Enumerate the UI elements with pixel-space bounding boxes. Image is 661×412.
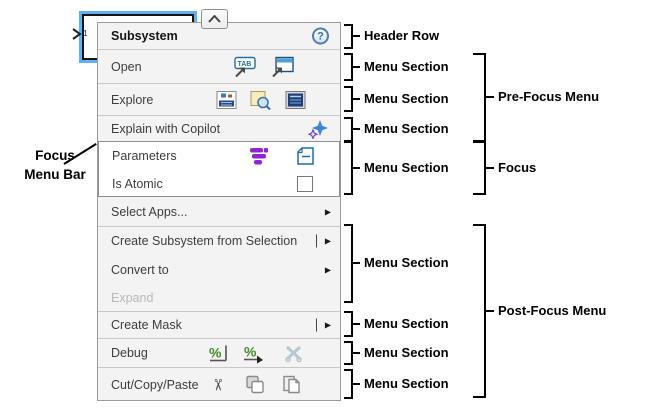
paste-icon[interactable]: [281, 374, 302, 395]
bracket-dash: [353, 35, 360, 37]
help-icon[interactable]: ?: [312, 27, 329, 45]
bracket-menu-section: [344, 369, 353, 399]
bracket-dash: [353, 262, 360, 264]
svg-text:TAB: TAB: [238, 61, 252, 68]
bracket-menu-section: [344, 341, 353, 365]
bracket-pre-focus-menu: [473, 53, 486, 142]
annotation-focus-menu-bar: Focus Menu Bar: [13, 146, 97, 184]
menu-item-copilot[interactable]: Explain with Copilot: [98, 116, 340, 141]
annotation-focus: Focus: [498, 160, 537, 175]
menu-item-cut-copy-paste[interactable]: Cut/Copy/Paste ✂: [98, 368, 340, 401]
bracket-dash: [353, 167, 360, 169]
tearoff-pipe: [316, 234, 317, 248]
copilot-sparkle-icon[interactable]: [308, 119, 328, 139]
annotation-menu-section: Menu Section: [364, 345, 449, 360]
bracket-focus: [473, 141, 486, 195]
menu-item-debug[interactable]: Debug % %: [98, 339, 340, 368]
bracket-dash: [353, 323, 360, 325]
block-parameters-icon[interactable]: [295, 146, 315, 166]
step-percent-icon[interactable]: %: [242, 343, 265, 364]
focus-menu-bar-line1: Focus: [35, 148, 75, 163]
library-browser-icon[interactable]: [215, 89, 238, 110]
annotation-menu-section: Menu Section: [364, 376, 449, 391]
menu-item-label: Explain with Copilot: [111, 121, 221, 136]
copy-icon[interactable]: [244, 374, 265, 395]
cut-scissors-icon[interactable]: ✂: [208, 377, 226, 392]
menu-collapse-button[interactable]: [201, 9, 228, 29]
open-in-tab-icon[interactable]: TAB: [232, 55, 257, 78]
annotation-menu-section: Menu Section: [364, 91, 449, 106]
annotation-menu-section: Menu Section: [364, 160, 449, 175]
debug-disabled-icon: [285, 345, 302, 363]
menu-item-expand: Expand: [98, 284, 340, 312]
annotation-header-row: Header Row: [364, 28, 440, 43]
port-number: 1: [83, 29, 88, 38]
context-menu: Subsystem ? Open TAB Explore: [97, 22, 341, 401]
menu-item-label: Create Mask: [111, 318, 182, 332]
model-browser-icon[interactable]: [249, 89, 272, 110]
menu-item-label: Cut/Copy/Paste: [111, 377, 199, 392]
menu-item-explore[interactable]: Explore: [98, 84, 340, 116]
svg-text:%: %: [244, 344, 257, 360]
annotation-menu-section: Menu Section: [364, 121, 449, 136]
submenu-arrow-icon: ▶: [324, 320, 331, 330]
menu-header-row: Subsystem ?: [98, 23, 340, 50]
menu-item-label: Debug: [111, 346, 148, 360]
is-atomic-checkbox[interactable]: [297, 175, 313, 192]
bracket-dash: [353, 352, 360, 354]
parameters-stack-icon[interactable]: [248, 147, 269, 166]
submenu-arrow-icon: ▶: [324, 265, 331, 274]
bracket-dash: [353, 383, 360, 385]
model-explorer-icon[interactable]: [284, 89, 307, 110]
tearoff-pipe: [316, 318, 317, 332]
menu-item-create-subsystem[interactable]: Create Subsystem from Selection ▶: [98, 227, 340, 255]
menu-item-label: Convert to: [111, 262, 169, 277]
bracket-header-row: [344, 24, 353, 49]
annotation-pre-focus-menu: Pre-Focus Menu: [498, 89, 600, 104]
bracket-menu-section: [344, 224, 353, 303]
annotation-post-focus-menu: Post-Focus Menu: [498, 303, 607, 318]
menu-item-label: Explore: [111, 92, 154, 107]
focus-section: Parameters Is Atomic: [98, 141, 340, 197]
bracket-menu-section: [344, 117, 353, 142]
menu-item-convert-to[interactable]: Convert to ▶: [98, 255, 340, 284]
bracket-dash: [353, 98, 360, 100]
chevron-up-icon: [208, 15, 221, 23]
menu-item-parameters[interactable]: Parameters: [99, 142, 339, 170]
bracket-menu-section: [344, 141, 353, 195]
annotation-menu-section: Menu Section: [364, 255, 449, 270]
menu-item-label: Select Apps...: [111, 204, 188, 219]
bracket-dash: [486, 96, 494, 98]
annotation-menu-section: Menu Section: [364, 59, 449, 74]
open-in-window-icon[interactable]: [270, 55, 295, 78]
submenu-arrow-icon: ▶: [324, 236, 331, 246]
bracket-menu-section: [344, 311, 353, 337]
menu-item-select-apps[interactable]: Select Apps... ▶: [98, 197, 340, 227]
menu-item-label: Open: [111, 59, 142, 74]
submenu-arrow-icon: ▶: [324, 207, 331, 216]
menu-item-label: Expand: [111, 290, 154, 305]
menu-title: Subsystem: [111, 29, 178, 43]
focus-menu-bar-line2: Menu Bar: [24, 167, 86, 182]
menu-item-label: Create Subsystem from Selection: [111, 234, 298, 248]
bracket-menu-section: [344, 53, 353, 81]
bracket-menu-section: [344, 86, 353, 112]
bracket-dash: [486, 310, 494, 312]
bracket-post-focus-menu: [473, 224, 486, 398]
bracket-dash: [486, 167, 494, 169]
menu-item-label: Is Atomic: [112, 176, 163, 191]
menu-item-open[interactable]: Open TAB: [98, 50, 340, 84]
bracket-dash: [353, 66, 360, 68]
menu-item-label: Parameters: [112, 149, 177, 163]
input-port-icon: [72, 28, 82, 40]
svg-text:%: %: [209, 345, 222, 361]
annotation-menu-section: Menu Section: [364, 316, 449, 331]
menu-item-is-atomic[interactable]: Is Atomic: [99, 170, 339, 197]
menu-item-create-mask[interactable]: Create Mask ▶: [98, 312, 340, 339]
breakpoint-percent-icon[interactable]: %: [207, 343, 230, 364]
bracket-dash: [353, 128, 360, 130]
